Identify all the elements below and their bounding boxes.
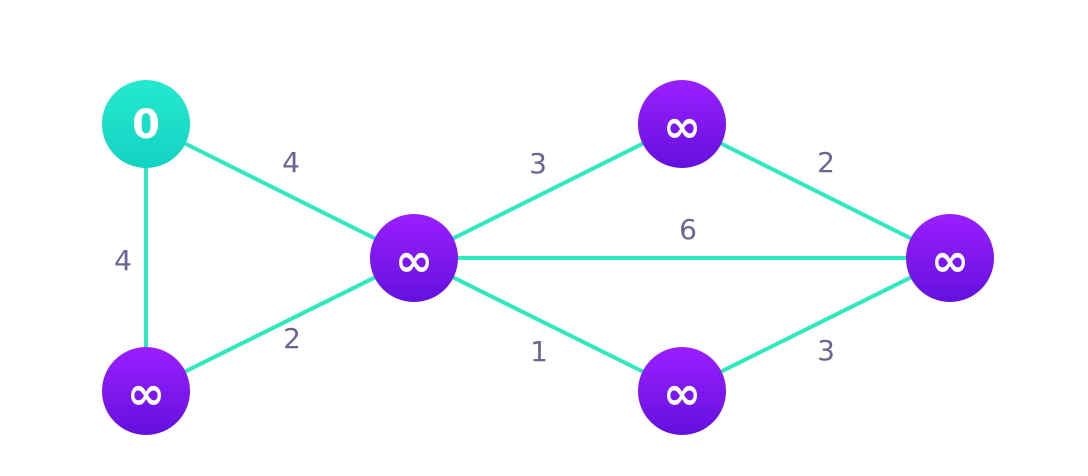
- node-d: ∞: [638, 80, 726, 168]
- edge-weight-c-f: 6: [679, 213, 697, 246]
- node-b: ∞: [102, 347, 190, 435]
- node-c-distance: ∞: [395, 233, 433, 287]
- edge-c-d: [412, 122, 684, 260]
- edge-weight-e-f: 3: [817, 334, 835, 367]
- edge-weight-a-b: 4: [114, 244, 132, 277]
- node-a-circle: [102, 80, 190, 168]
- edge-weight-b-c: 2: [283, 322, 301, 355]
- edge-c-e: [412, 256, 684, 393]
- edge-d-f: [680, 122, 952, 260]
- node-f-circle: [906, 214, 994, 302]
- nodes-layer: 0 ∞ ∞ ∞ ∞ ∞: [102, 80, 994, 435]
- edge-a-c: [144, 122, 416, 260]
- edge-b-c: [144, 256, 416, 393]
- node-d-circle: [638, 80, 726, 168]
- edge-e-f: [680, 256, 952, 393]
- node-e-circle: [638, 347, 726, 435]
- node-e-distance: ∞: [663, 366, 701, 420]
- edge-weight-d-f: 2: [817, 146, 835, 179]
- node-d-distance: ∞: [663, 99, 701, 153]
- node-b-circle: [102, 347, 190, 435]
- edge-weights-layer: 4 4 2 3 6 1 2 3: [114, 146, 835, 368]
- node-b-distance: ∞: [127, 366, 165, 420]
- edge-weight-c-e: 1: [530, 335, 548, 368]
- edge-weight-a-c: 4: [282, 146, 300, 179]
- node-e: ∞: [638, 347, 726, 435]
- node-c: ∞: [370, 214, 458, 302]
- node-a-distance: 0: [132, 102, 160, 148]
- edge-weight-c-d: 3: [529, 147, 547, 180]
- edges-layer: [144, 122, 952, 393]
- node-c-circle: [370, 214, 458, 302]
- node-a: 0: [102, 80, 190, 168]
- node-f-distance: ∞: [931, 233, 969, 287]
- node-f: ∞: [906, 214, 994, 302]
